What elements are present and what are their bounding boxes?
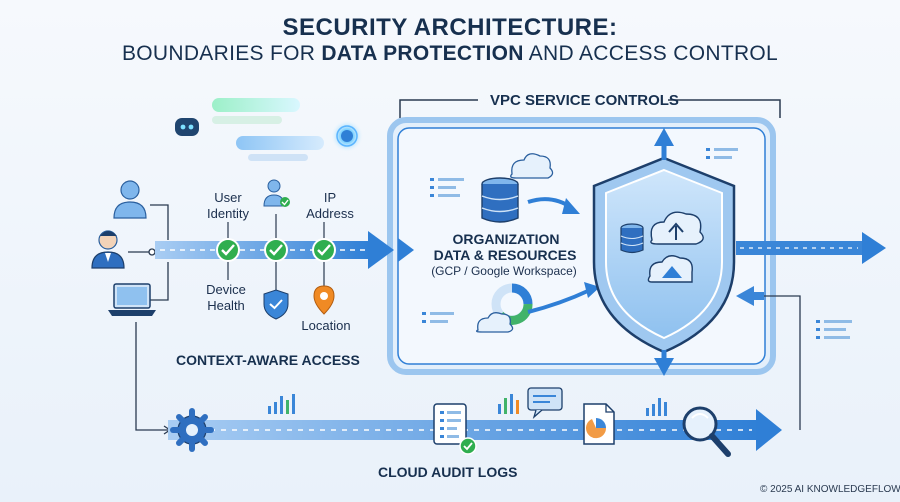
admin-user-icon bbox=[91, 230, 125, 269]
small-lines-icon bbox=[430, 178, 464, 197]
label-device-health: Device Health bbox=[206, 282, 246, 313]
org-subtitle: (GCP / Google Workspace) bbox=[431, 264, 577, 278]
magnifier-icon bbox=[682, 406, 731, 457]
vpc-label: VPC SERVICE CONTROLS bbox=[490, 92, 679, 109]
gear-icon bbox=[170, 408, 214, 452]
bar-chart-icon bbox=[498, 394, 519, 414]
into-vpc-arrow bbox=[398, 238, 414, 262]
comment-icon bbox=[527, 387, 563, 419]
database-icon bbox=[481, 177, 519, 223]
donut-to-shield-arrow bbox=[527, 288, 591, 314]
device-shield-icon bbox=[263, 289, 289, 320]
context-aware-access-label: CONTEXT-AWARE ACCESS bbox=[176, 352, 360, 368]
check-user-identity-icon bbox=[216, 238, 240, 262]
small-lines-icon bbox=[706, 148, 852, 339]
audit-connector bbox=[135, 322, 168, 431]
label-ip-address: IP Address bbox=[306, 190, 354, 221]
page-subtitle: BOUNDARIES FOR DATA PROTECTION AND ACCES… bbox=[121, 42, 779, 65]
security-shield-icon bbox=[592, 156, 736, 354]
report-document-icon bbox=[583, 403, 615, 445]
bar-chart-icon bbox=[268, 394, 295, 414]
out-arrow bbox=[736, 241, 866, 255]
cloud-icon bbox=[476, 312, 514, 333]
up-arrow bbox=[654, 128, 674, 146]
laptop-icon bbox=[108, 283, 156, 316]
cloud-audit-logs-label: CLOUD AUDIT LOGS bbox=[378, 464, 518, 480]
audit-document-icon bbox=[433, 403, 477, 455]
page-title: SECURITY ARCHITECTURE: bbox=[282, 14, 618, 41]
bar-chart-icon bbox=[646, 398, 667, 416]
label-user-identity: User Identity bbox=[207, 190, 249, 221]
ai-orb-icon bbox=[331, 120, 363, 152]
in-arrow bbox=[736, 286, 754, 306]
user-icon bbox=[113, 180, 147, 219]
org-title-line2: DATA & RESOURCES bbox=[433, 247, 577, 263]
label-location: Location bbox=[301, 318, 351, 333]
cloud-icon bbox=[510, 153, 554, 179]
copyright: © 2025 AI KNOWLEDGEFLOW bbox=[760, 484, 900, 495]
check-device-health-icon bbox=[264, 238, 288, 262]
vpc-bracket bbox=[399, 99, 781, 118]
small-lines-icon bbox=[422, 312, 454, 323]
down-arrow bbox=[654, 358, 674, 376]
check-ip-address-icon bbox=[312, 238, 336, 262]
location-pin-icon bbox=[313, 285, 335, 315]
return-line bbox=[760, 295, 801, 414]
laptop-connector bbox=[150, 262, 169, 301]
chat-bubbles-icon bbox=[175, 98, 324, 161]
user-connector bbox=[150, 204, 169, 240]
org-title-line1: ORGANIZATION bbox=[452, 231, 560, 247]
verified-user-icon bbox=[263, 179, 290, 207]
